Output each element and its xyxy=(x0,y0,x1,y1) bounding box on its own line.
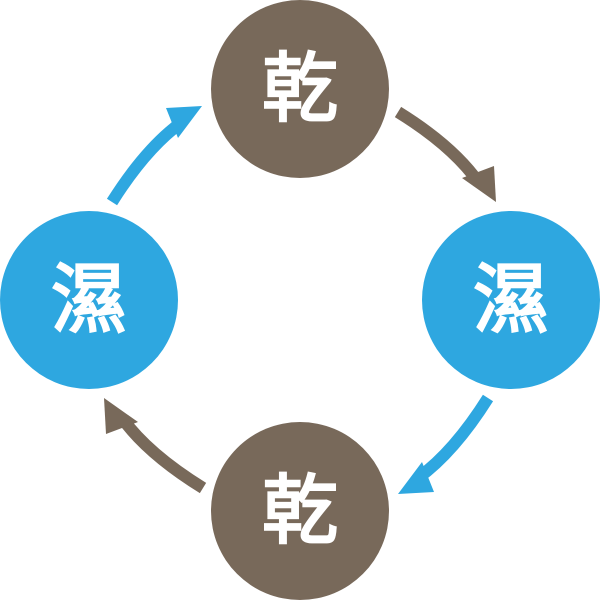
node-wet-left: 濕 xyxy=(0,211,178,389)
arrow-top-to-right-head xyxy=(462,166,496,202)
arrow-bottom-to-left-head xyxy=(104,398,138,434)
arrow-left-to-top xyxy=(106,117,186,206)
arrow-right-to-bottom-head xyxy=(398,462,434,494)
node-label: 濕 xyxy=(473,255,549,344)
node-dry-bottom: 乾 xyxy=(211,422,389,600)
arrow-left-to-top-head xyxy=(166,106,202,138)
arrow-top-to-right xyxy=(394,106,484,187)
node-label: 乾 xyxy=(262,466,338,555)
arrow-bottom-to-left xyxy=(117,414,207,494)
node-wet-right: 濕 xyxy=(422,211,600,389)
node-label: 乾 xyxy=(262,44,338,133)
node-label: 濕 xyxy=(51,255,127,344)
arrow-right-to-bottom xyxy=(414,394,494,483)
node-dry-top: 乾 xyxy=(211,0,389,178)
